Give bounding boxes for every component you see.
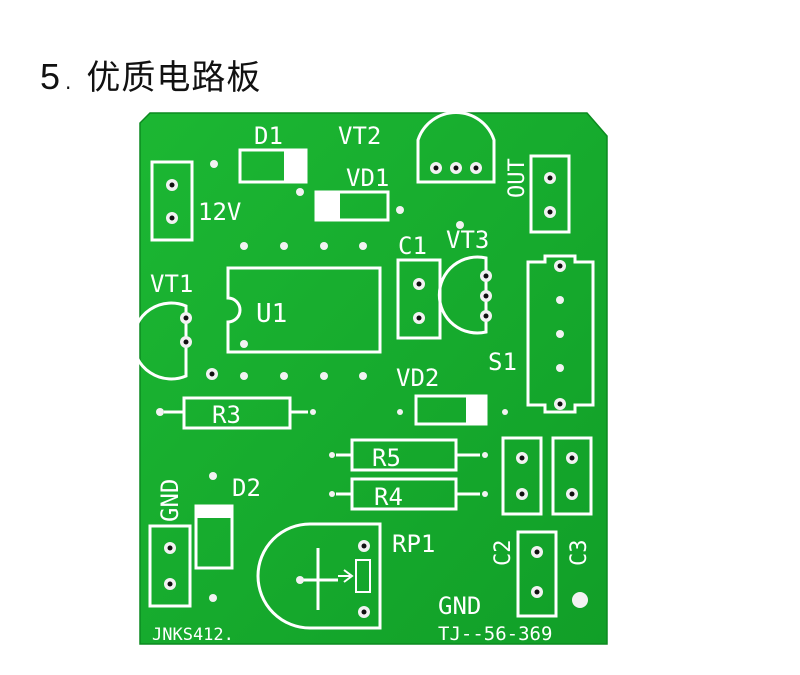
pcb-board xyxy=(139,112,608,645)
ic-u1-footprint xyxy=(226,266,382,354)
label-u1: U1 xyxy=(256,299,287,329)
label-gnd-left: GND xyxy=(156,479,184,522)
heading-number: 5 xyxy=(40,56,62,97)
label-vt1: VT1 xyxy=(150,270,193,298)
transistor-vt3-footprint xyxy=(437,255,492,335)
label-out: OUT xyxy=(505,158,530,198)
label-s1: S1 xyxy=(488,348,517,376)
label-c3: C3 xyxy=(567,540,592,567)
label-gnd-bottom: GND xyxy=(438,592,481,620)
label-vt3: VT3 xyxy=(446,226,489,254)
diode-d2-footprint xyxy=(194,504,234,570)
label-rp1: RP1 xyxy=(392,530,435,558)
label-c2: C2 xyxy=(491,540,516,567)
label-vd1: VD1 xyxy=(346,164,389,192)
label-r5: R5 xyxy=(372,444,401,472)
transistor-vt2-footprint xyxy=(416,110,496,184)
diode-d1-footprint xyxy=(238,148,308,184)
switch-s1-footprint xyxy=(526,254,595,414)
headers-right-pair xyxy=(501,436,593,516)
resistor-r3-footprint xyxy=(164,396,308,430)
transistor-vt1-footprint xyxy=(131,301,218,381)
label-d1: D1 xyxy=(254,122,283,150)
diode-vd2-footprint xyxy=(414,394,488,426)
label-vt2: VT2 xyxy=(338,122,381,150)
label-vd2: VD2 xyxy=(396,364,439,392)
label-model: TJ--56-369 xyxy=(438,623,552,645)
connector-12v xyxy=(150,160,194,242)
diode-vd1-footprint xyxy=(314,190,390,222)
label-r4: R4 xyxy=(374,483,403,511)
label-c1: C1 xyxy=(398,232,427,260)
connector-gnd-left xyxy=(148,524,192,608)
resistor-r5-footprint xyxy=(336,438,480,472)
label-12v: 12V xyxy=(198,198,241,226)
heading-title: 优质电路板 xyxy=(86,58,262,98)
label-r3: R3 xyxy=(212,401,241,429)
heading-dot: . xyxy=(65,70,73,94)
label-brand: JNKS412. xyxy=(152,625,234,645)
label-d2: D2 xyxy=(232,474,261,502)
connector-gnd-bottom xyxy=(516,530,558,618)
section-heading: 5. 优质电路板 xyxy=(40,50,261,99)
connector-out xyxy=(529,154,571,234)
resistor-r4-footprint xyxy=(336,477,480,511)
potentiometer-rp1-footprint xyxy=(256,522,382,630)
